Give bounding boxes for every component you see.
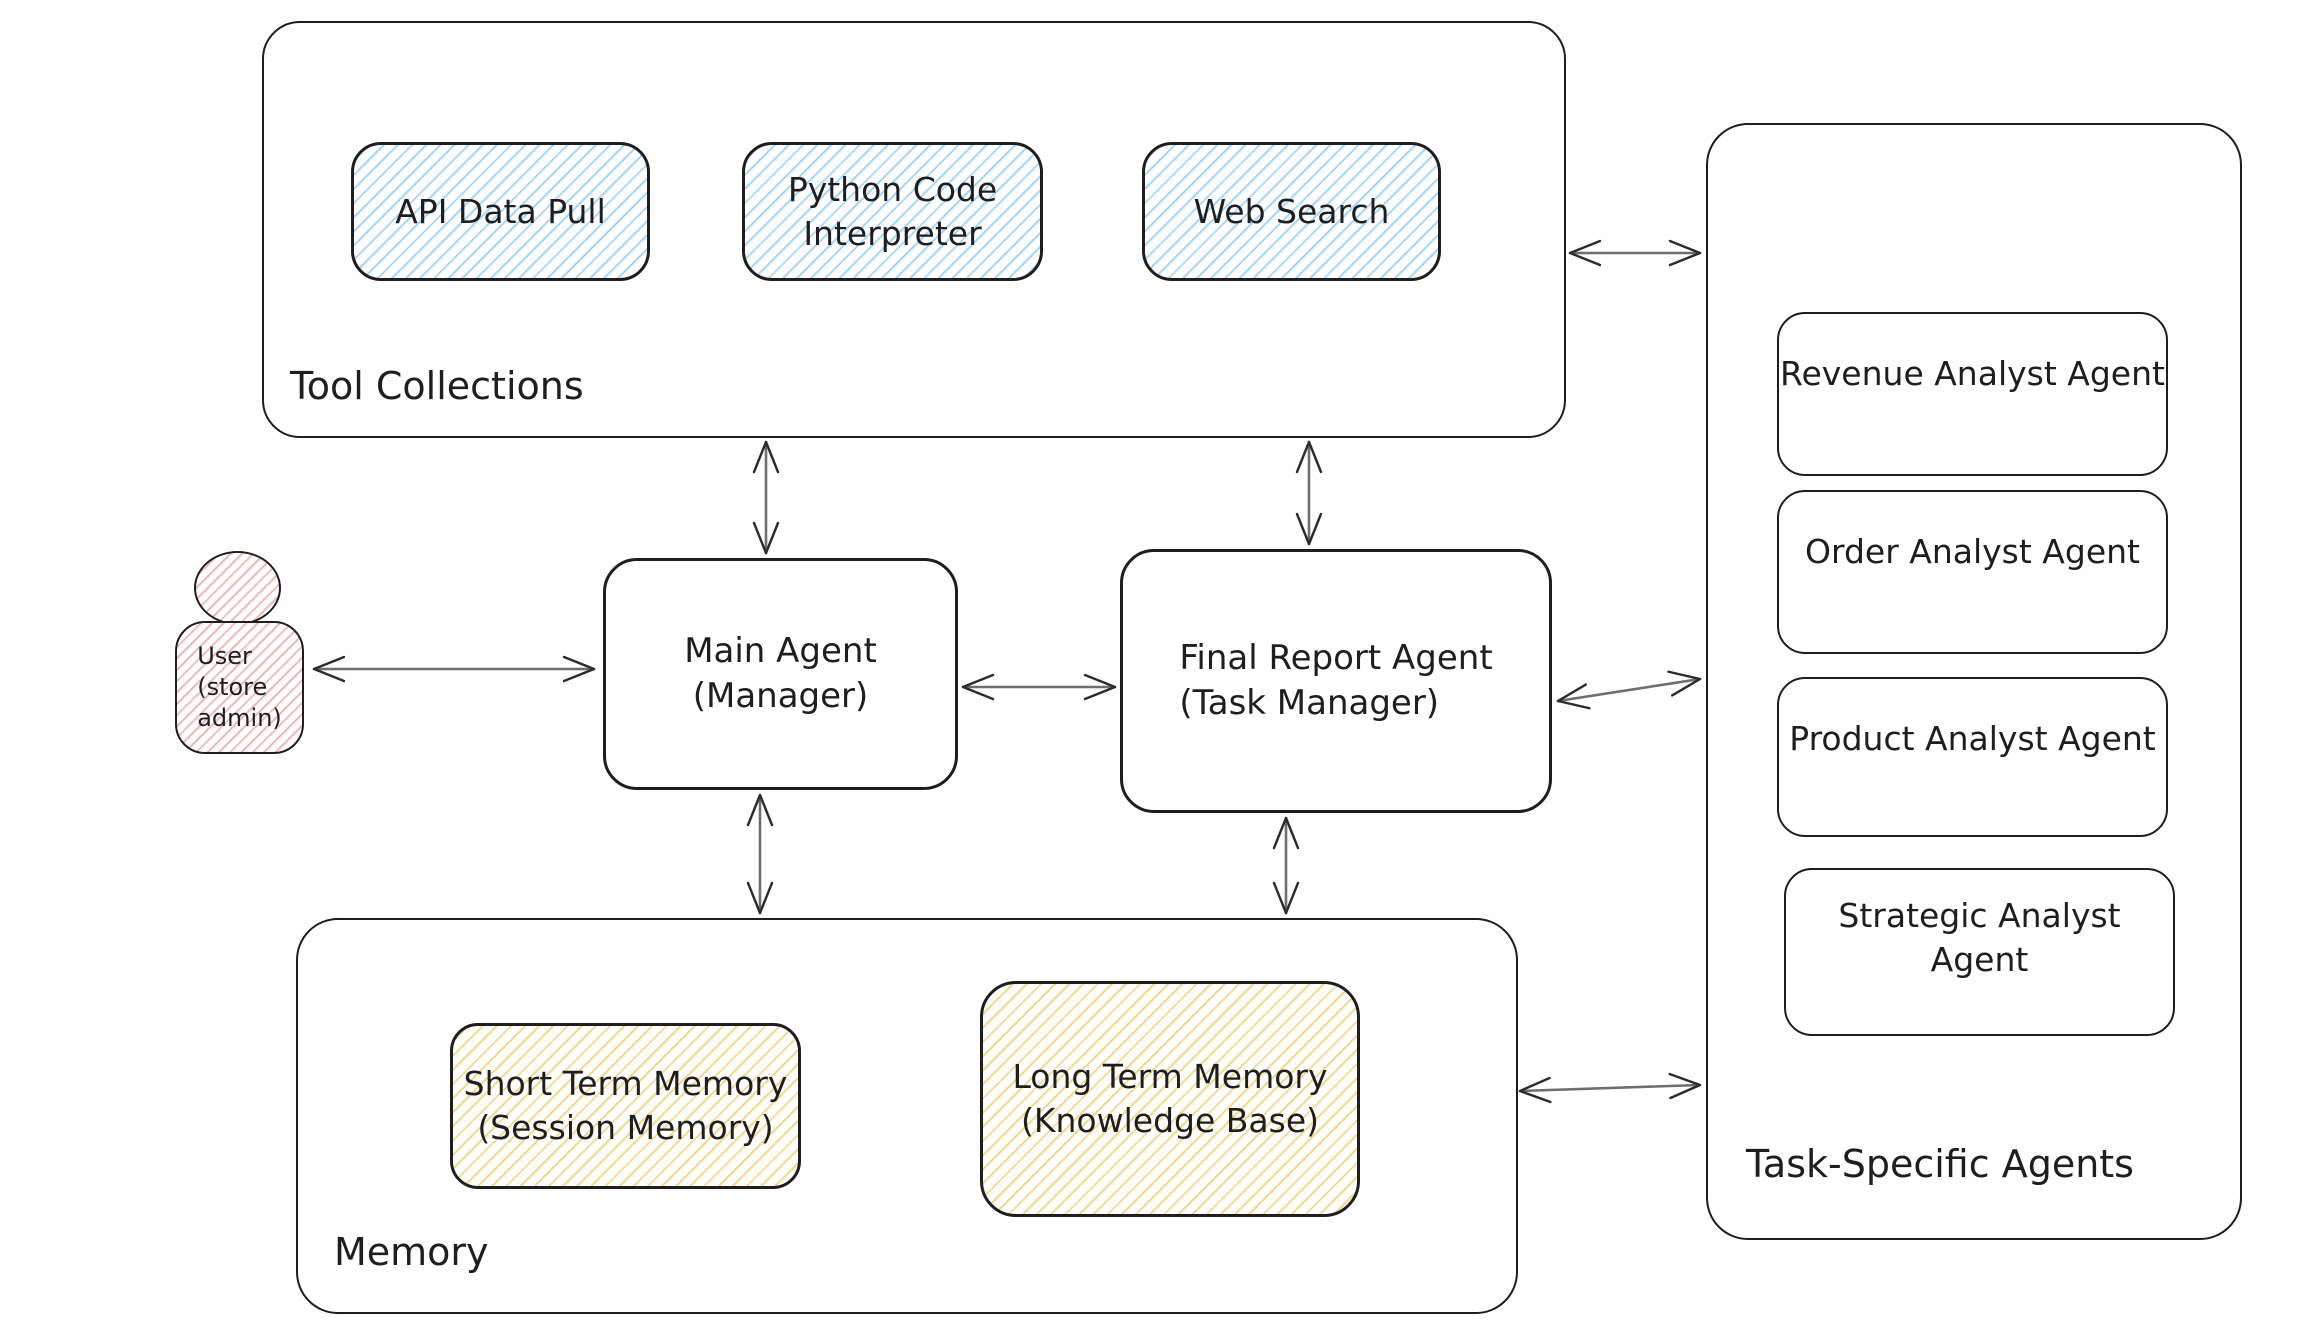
user-body: User (store admin)	[175, 621, 304, 754]
memory-box-long-term: Long Term Memory (Knowledge Base)	[980, 981, 1360, 1217]
agent-label: Order Analyst Agent	[1805, 532, 2140, 571]
arrow-final-task-agents	[1556, 670, 1702, 710]
arrow-tools-final-report	[1295, 440, 1323, 546]
tool-box-api-data-pull: API Data Pull	[351, 142, 650, 281]
arrow-final-memory	[1272, 816, 1300, 915]
agent-box-order-analyst: Order Analyst Agent	[1777, 490, 2168, 654]
memory-store-label: Short Term Memory (Session Memory)	[463, 1064, 788, 1147]
agent-label: Strategic Analyst Agent	[1838, 896, 2121, 979]
tool-collections-label: Tool Collections	[290, 364, 584, 408]
user-label: User (store admin)	[197, 642, 282, 732]
node-final-report-agent: Final Report Agent (Task Manager)	[1120, 549, 1552, 813]
user-head-icon	[194, 551, 281, 625]
main-agent-label: Main Agent (Manager)	[684, 631, 877, 716]
arrow-main-memory	[746, 793, 774, 915]
arrow-main-final	[961, 673, 1117, 701]
arrow-user-main-agent	[312, 655, 596, 683]
memory-label: Memory	[334, 1230, 489, 1274]
tool-box-python-code-interpreter: Python Code Interpreter	[742, 142, 1043, 281]
tool-label: API Data Pull	[395, 191, 606, 231]
agent-box-strategic-analyst: Strategic Analyst Agent	[1784, 868, 2175, 1036]
task-specific-agents-label: Task-Specific Agents	[1746, 1142, 2134, 1186]
tool-label: Python Code Interpreter	[787, 169, 998, 253]
agent-label: Revenue Analyst Agent	[1780, 354, 2165, 393]
agent-box-revenue-analyst: Revenue Analyst Agent	[1777, 312, 2168, 476]
section-memory: Memory	[296, 918, 1518, 1314]
arrow-memory-task-agents	[1518, 1072, 1702, 1104]
memory-store-label: Long Term Memory (Knowledge Base)	[1012, 1057, 1328, 1140]
section-tool-collections: Tool Collections	[262, 21, 1566, 438]
arrow-tools-main-agent	[752, 440, 780, 555]
final-report-agent-label: Final Report Agent (Task Manager)	[1179, 638, 1493, 723]
agent-box-product-analyst: Product Analyst Agent	[1777, 677, 2168, 837]
arrow-tools-task-agents	[1568, 239, 1702, 267]
node-main-agent: Main Agent (Manager)	[603, 558, 958, 790]
memory-box-short-term: Short Term Memory (Session Memory)	[450, 1023, 801, 1189]
agent-label: Product Analyst Agent	[1789, 719, 2156, 758]
tool-label: Web Search	[1193, 191, 1390, 231]
section-task-specific-agents: Task-Specific Agents	[1706, 123, 2242, 1240]
tool-box-web-search: Web Search	[1142, 142, 1441, 281]
